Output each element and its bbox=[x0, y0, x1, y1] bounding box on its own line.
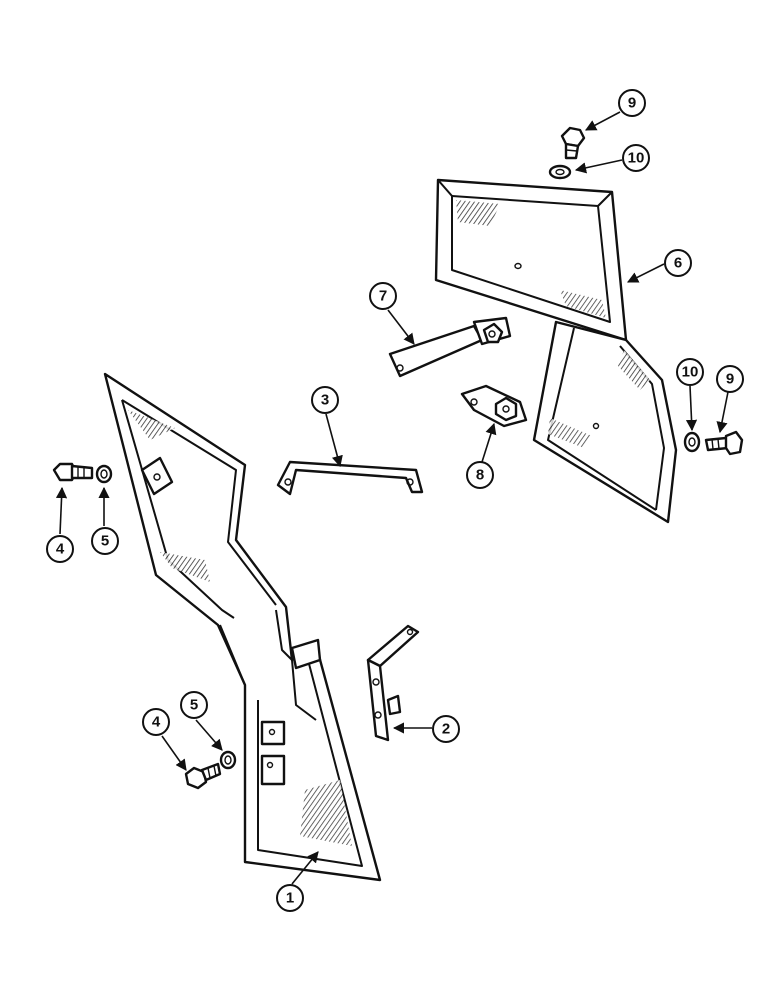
callout-10-top: 10 bbox=[622, 144, 650, 172]
angled-bracket-part-7 bbox=[388, 316, 512, 378]
washer-part-10-top bbox=[548, 164, 572, 180]
callout-2-label: 2 bbox=[442, 721, 450, 738]
callout-4-lower: 4 bbox=[142, 708, 170, 736]
curved-plate-part-6 bbox=[532, 320, 678, 524]
bracket-part-2 bbox=[366, 624, 420, 742]
callout-5-lower: 5 bbox=[180, 691, 208, 719]
callout-3: 3 bbox=[311, 386, 339, 414]
callout-8: 8 bbox=[466, 461, 494, 489]
callout-1-label: 1 bbox=[286, 890, 294, 907]
callout-2: 2 bbox=[432, 715, 460, 743]
callout-8-label: 8 bbox=[476, 467, 484, 484]
washer-part-5-lower bbox=[219, 750, 237, 770]
callout-1: 1 bbox=[276, 884, 304, 912]
callout-6-label: 6 bbox=[674, 255, 682, 272]
callout-9-top: 9 bbox=[618, 89, 646, 117]
callout-10-top-label: 10 bbox=[628, 150, 645, 167]
washer-part-10-right bbox=[683, 431, 701, 453]
callout-6: 6 bbox=[664, 249, 692, 277]
bolt-part-9-right bbox=[704, 430, 744, 456]
callout-4-lower-label: 4 bbox=[152, 714, 161, 731]
callout-7-label: 7 bbox=[379, 288, 387, 305]
bolt-part-4-upper bbox=[52, 462, 94, 482]
small-bracket-part-8 bbox=[460, 384, 528, 428]
callout-4-upper: 4 bbox=[46, 535, 74, 563]
callout-7: 7 bbox=[369, 282, 397, 310]
bolt-part-9-top bbox=[560, 126, 586, 160]
strap-bracket-part-3 bbox=[276, 460, 424, 496]
callout-4-upper-label: 4 bbox=[56, 541, 65, 558]
callout-9-right: 9 bbox=[716, 365, 744, 393]
leader-lines bbox=[55, 111, 729, 885]
callout-10-right: 10 bbox=[676, 358, 704, 386]
callout-5-upper-label: 5 bbox=[101, 533, 109, 550]
callout-5-lower-label: 5 bbox=[190, 697, 198, 714]
upper-plate-part-6 bbox=[434, 178, 628, 342]
callout-10-right-label: 10 bbox=[682, 364, 699, 381]
bolt-part-4-lower bbox=[184, 762, 222, 790]
left-shield-part-1 bbox=[103, 372, 382, 882]
callout-9-right-label: 9 bbox=[726, 371, 734, 388]
washer-part-5-upper bbox=[95, 464, 113, 484]
callout-5-upper: 5 bbox=[91, 527, 119, 555]
callout-9-top-label: 9 bbox=[628, 95, 636, 112]
callout-3-label: 3 bbox=[321, 392, 329, 409]
